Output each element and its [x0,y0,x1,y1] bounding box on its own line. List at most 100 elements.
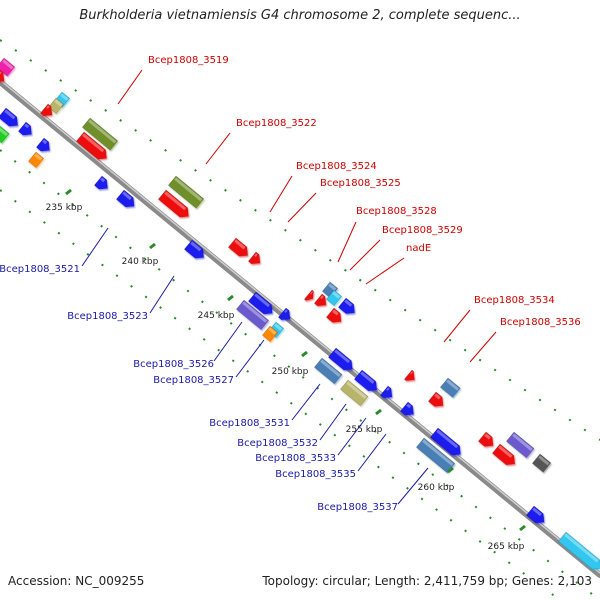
gene-feature[interactable] [557,531,600,573]
kbp-tick-mark [447,466,454,474]
gene-callout-line [287,192,317,223]
page-title: Burkholderia vietnamiensis G4 chromosome… [79,8,521,23]
kbp-tick-mark [65,188,72,196]
gene-feature[interactable] [429,427,464,459]
gene-feature[interactable] [157,189,192,221]
kbp-ticks: 235 kbp 240 kbp 245 kbp 250 kbp 255 kbp 260 k… [46,188,526,552]
gene-callout-line [397,467,429,505]
gene-label[interactable]: Bcep1808_3523 [67,311,148,322]
kbp-tick-label: 260 kbp [418,483,455,493]
gene-label[interactable]: Bcep1808_3532 [237,438,318,449]
gene-feature[interactable] [27,151,45,169]
gene-callout-line [357,433,387,472]
gene-label[interactable]: Bcep1808_3528 [356,206,437,217]
gene-callout-line [349,239,381,271]
gene-feature[interactable] [0,57,16,77]
kbp-tick-label: 245 kbp [198,311,235,321]
gene-feature[interactable] [17,121,35,139]
gene-label[interactable]: Bcep1808_3519 [148,55,229,66]
kbp-tick-mark [375,408,382,416]
gene-feature[interactable] [327,347,356,374]
gene-label[interactable]: Bcep1808_3531 [209,418,290,429]
gene-label[interactable]: nadE [406,243,431,254]
gene-feature[interactable] [167,175,205,209]
gene-feature[interactable] [227,237,251,260]
gene-feature[interactable] [477,431,496,450]
gene-callout-line [269,175,293,213]
accession-text: Accession: NC_009255 [8,574,145,588]
kbp-tick-label: 235 kbp [46,203,83,213]
kbp-tick-mark [149,242,156,250]
gene-feature[interactable] [81,117,119,151]
gene-feature[interactable] [247,251,263,268]
gene-callout-line [117,69,143,105]
gene-callout-line [81,227,109,267]
gene-feature[interactable] [531,453,552,473]
gene-label[interactable]: Bcep1808_3522 [236,118,317,129]
gene-label[interactable]: Bcep1808_3534 [474,295,555,306]
gene-label[interactable]: Bcep1808_3533 [255,453,336,464]
kbp-tick-mark [519,524,526,532]
gene-label[interactable]: Bcep1808_3537 [317,502,398,513]
top-gene-labels: Bcep1808_3519Bcep1808_3522Bcep1808_3524B… [148,55,581,328]
gene-callout-line [291,383,321,421]
gene-feature[interactable] [337,297,358,317]
gene-callout-line [365,257,405,285]
gene-features [0,57,600,573]
track-dots [0,39,600,600]
kbp-tick-mark [301,350,308,358]
gene-feature[interactable] [247,291,276,318]
gene-feature[interactable] [261,325,279,343]
kbp-tick-label: 265 kbp [488,542,525,552]
gene-feature[interactable] [0,69,8,86]
gene-label[interactable]: Bcep1808_3527 [153,375,234,386]
gene-callout-line [337,417,367,456]
gene-feature[interactable] [415,437,456,474]
gene-feature[interactable] [525,505,548,527]
gene-callouts [81,69,497,505]
gene-feature[interactable] [439,377,461,398]
kbp-tick-label: 250 kbp [272,367,309,377]
gene-feature[interactable] [303,289,316,303]
gene-feature[interactable] [505,431,535,459]
gene-callout-line [443,309,471,343]
gene-callout-line [235,339,265,378]
gene-callout-line [469,331,497,363]
gene-feature[interactable] [379,385,395,402]
gene-feature[interactable] [325,289,343,307]
gene-feature[interactable] [427,391,446,410]
gene-feature[interactable] [0,125,10,144]
kbp-tick-mark [227,294,234,302]
gene-feature[interactable] [277,307,293,324]
gene-feature[interactable] [325,307,344,326]
gene-feature[interactable] [403,369,418,384]
gene-feature[interactable] [75,131,110,163]
gene-feature[interactable] [339,379,369,407]
gene-feature[interactable] [0,107,21,130]
gene-feature[interactable] [93,175,111,193]
gene-label[interactable]: Bcep1808_3525 [320,178,401,189]
kbp-tick-label: 240 kbp [122,257,159,267]
gene-feature[interactable] [353,369,380,395]
gene-label[interactable]: Bcep1808_3524 [296,161,377,172]
gene-feature[interactable] [313,293,329,310]
gene-callout-line [205,132,231,165]
gene-feature[interactable] [235,299,270,331]
gene-feature[interactable] [491,443,518,469]
gene-feature[interactable] [115,189,138,211]
gene-feature[interactable] [399,401,417,419]
gene-feature[interactable] [313,357,343,385]
gene-label[interactable]: Bcep1808_3526 [133,359,214,370]
gene-label[interactable]: Bcep1808_3529 [382,225,463,236]
gene-feature[interactable] [47,97,65,115]
gene-callout-line [213,321,243,362]
kbp-tick-label: 255 kbp [346,425,383,435]
gene-label[interactable]: Bcep1808_3521 [0,264,80,275]
gene-feature[interactable] [39,103,55,120]
gene-label[interactable]: Bcep1808_3535 [275,469,356,480]
bottom-gene-labels: Bcep1808_3521Bcep1808_3523Bcep1808_3526B… [0,264,398,513]
gene-feature[interactable] [35,137,53,155]
gene-feature[interactable] [183,239,207,262]
gene-label[interactable]: Bcep1808_3536 [500,317,581,328]
